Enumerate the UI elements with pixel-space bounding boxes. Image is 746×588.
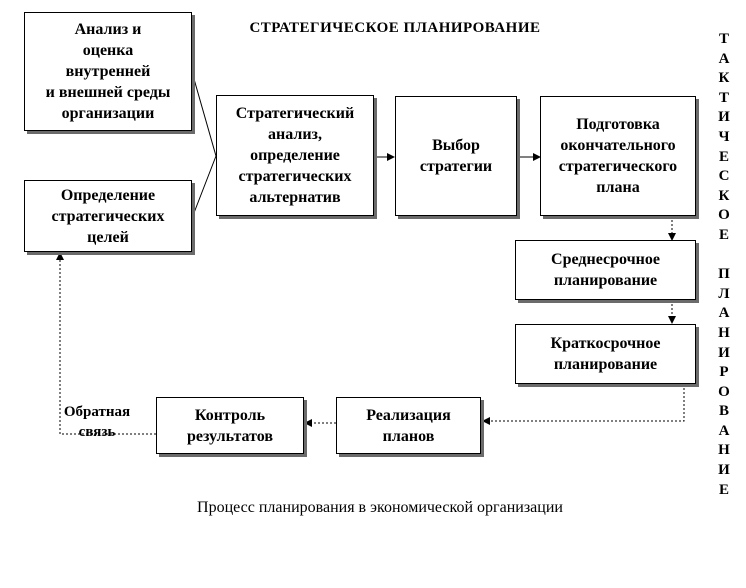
arrow-short-to-implementation [482, 384, 685, 425]
side-title-letter: Л [718, 285, 730, 302]
side-title-letter: Н [718, 324, 730, 341]
box-medium-term-planning: Среднесрочное планирование [515, 240, 696, 300]
side-title-letter: И [718, 109, 730, 126]
side-title-letter: Ч [718, 128, 730, 145]
box-strategic-analysis: Стратегический анализ, определение страт… [216, 95, 374, 216]
side-title-letter: Т [718, 89, 729, 106]
box-short-term-planning: Краткосрочное планирование [515, 324, 696, 384]
link-analysis-to-strategic [191, 71, 217, 157]
side-title-letter: А [718, 305, 730, 322]
arrow-feedback-to-goals [56, 252, 156, 435]
box-results-control: Контроль результатов [156, 397, 304, 454]
feedback-label: Обратная связь [63, 404, 131, 440]
box-strategy-choice: Выбор стратегии [395, 96, 517, 216]
side-title-letter: Р [719, 364, 729, 381]
side-title-letter: А [718, 422, 730, 439]
side-title-letter: И [718, 344, 730, 361]
side-title-letter: Е [718, 148, 729, 165]
side-title-letter [713, 246, 735, 266]
box-final-plan: Подготовка окончательного стратегическог… [540, 96, 696, 216]
box-plan-implementation: Реализация планов [336, 397, 481, 454]
side-title-letter: А [718, 50, 730, 67]
diagram-caption: Процесс планирования в экономической орг… [197, 499, 563, 516]
side-title-letter: О [718, 207, 730, 224]
side-title-letter: Т [718, 31, 729, 47]
side-title-letter: К [718, 187, 730, 204]
box-strategic-goals: Определение стратегических целей [24, 180, 192, 252]
side-title-letter: К [718, 70, 730, 87]
side-title-letter: П [718, 266, 730, 283]
side-title-letter: О [718, 383, 730, 400]
side-title-letter: С [718, 168, 730, 185]
diagram-title: СТРАТЕГИЧЕСКОЕ ПЛАНИРОВАНИЕ [249, 20, 541, 36]
side-title-letter: В [718, 403, 729, 420]
side-title-letter: Е [718, 226, 729, 243]
box-environment-analysis: Анализ и оценка внутренней и внешней сре… [24, 12, 192, 131]
side-title-letter: И [718, 462, 730, 479]
side-title-letter: Н [718, 442, 730, 459]
side-title-letter: Е [718, 481, 729, 498]
link-goals-to-strategic [191, 155, 217, 219]
